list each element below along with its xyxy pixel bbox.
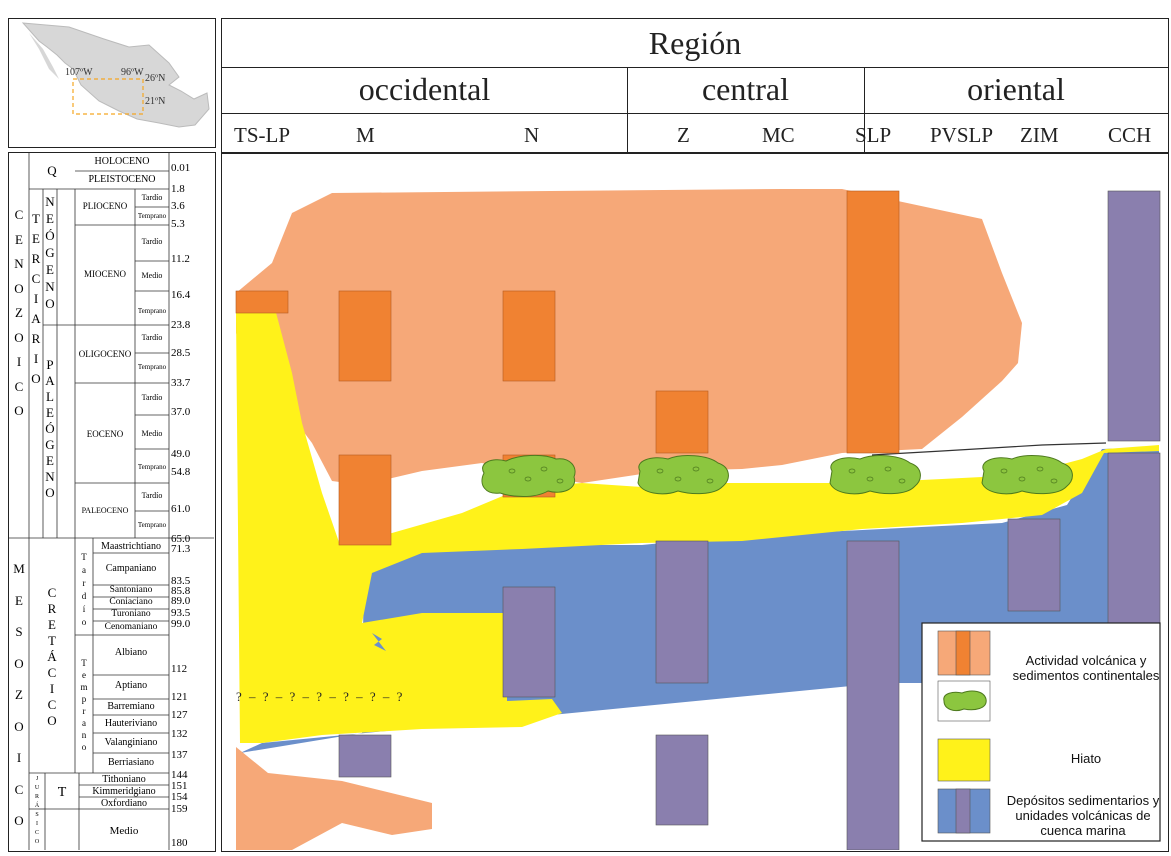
- column-z-volcanic: [655, 390, 709, 454]
- column-m-marine: [338, 734, 392, 778]
- column-n-marine: [502, 586, 556, 698]
- column-cch-marine-upper: [1107, 190, 1161, 442]
- stage-barremiano: Barremiano: [107, 701, 155, 712]
- epoch-mioceno: MIOCENO: [84, 269, 126, 279]
- column-m-volcanic-lower: [338, 454, 392, 546]
- stage-turoniano: Turoniano: [111, 609, 151, 619]
- uncertain-boundary: ? – ? – ? – ? – ? – ? – ?: [236, 689, 404, 704]
- column-n-volcanic-upper: [502, 290, 556, 382]
- sub-tardio: Tardío: [141, 393, 163, 402]
- stage-coniaciano: Coniaciano: [109, 597, 153, 607]
- lat-top-label: 26ºN: [145, 73, 165, 84]
- stage-tithoniano: Tithoniano: [102, 774, 146, 785]
- sub-medio: Medio: [141, 429, 163, 438]
- sub-tardio: Tardío: [141, 491, 163, 500]
- column-cch: CCH: [1108, 123, 1152, 147]
- stage-maastrichtiano: Maastrichtiano: [101, 541, 161, 552]
- column-m: M: [356, 123, 375, 147]
- stage-aptiano: Aptiano: [114, 680, 148, 691]
- column-z-marine: [655, 540, 709, 684]
- stage-santoniano: Santoniano: [109, 585, 153, 595]
- stratigraphy-panel: ? – ? – ? – ? – ? – ? – ? Actividad volc…: [221, 152, 1169, 852]
- column-slp: SLP: [855, 123, 892, 147]
- lat-bottom-label: 21ºN: [145, 96, 165, 107]
- legend-marine-label: Depósitos sedimentarios y unidades volcá…: [1006, 793, 1160, 838]
- timescale-svg: [9, 153, 214, 850]
- sub-temprano: Temprano: [137, 212, 167, 220]
- sub-tardio: Tardío: [141, 333, 163, 342]
- lon-left-label: 107ºW: [65, 67, 93, 78]
- sub-temprano: Temprano: [137, 363, 167, 371]
- legend-hiato-label: Hiato: [1070, 751, 1102, 766]
- legend-volcanic-label: Actividad volcánica y sedimentos contine…: [1012, 653, 1160, 683]
- sub-tardio: Tardío: [141, 237, 163, 246]
- sub-tardio: Tardío: [141, 193, 163, 202]
- stage-kimmeridgiano: Kimmeridgiano: [92, 786, 156, 797]
- region-occidental: occidental: [358, 71, 491, 107]
- epoch-plioceno: PLIOCENO: [82, 201, 128, 211]
- sub-medio: Medio: [141, 271, 163, 280]
- column-zim-marine: [1007, 518, 1061, 612]
- column-ts-lp-volcanic: [235, 290, 289, 314]
- jurasico-t-label: T: [57, 785, 67, 800]
- sub-temprano: Temprano: [137, 307, 167, 315]
- volcanic-continental-mass: [236, 189, 1022, 485]
- epoch-oligoceno: OLIGOCENO: [78, 349, 132, 359]
- stage-valanginiano: Valanginiano: [104, 737, 158, 748]
- lon-right-label: 96ºW: [121, 67, 144, 78]
- stage-albiano: Albiano: [114, 647, 148, 658]
- hiato: [236, 305, 1159, 743]
- column-slp-volcanic: [846, 190, 900, 454]
- stage-berriasiano: Berriasiano: [107, 757, 155, 768]
- mexico-map: 107ºW 96ºW 26ºN 21ºN: [21, 22, 210, 128]
- column-pvslp: PVSLP: [930, 123, 994, 147]
- stage-oxfordiano: Oxfordiano: [100, 798, 148, 809]
- epoch-pleistoceno: PLEISTOCENO: [88, 174, 156, 185]
- column-zim: ZIM: [1020, 123, 1059, 147]
- column-z: Z: [677, 123, 690, 147]
- epoch-holoceno: HOLOCENO: [94, 156, 150, 167]
- epoch-eoceno: EOCENO: [86, 429, 124, 439]
- sub-temprano: Temprano: [137, 463, 167, 471]
- stratigraphy-svg: ? – ? – ? – ? – ? – ? – ?: [235, 189, 1161, 851]
- region-header: Región occidental central oriental TS-LP…: [221, 18, 1169, 154]
- stage-cenomaniano: Cenomaniano: [104, 622, 158, 632]
- conglomerate-blobs: [481, 454, 1073, 497]
- sub-temprano: Temprano: [137, 521, 167, 529]
- column-slp-marine: [846, 540, 900, 851]
- region-title: Región: [648, 25, 742, 61]
- column-z-marine-lower: [655, 734, 709, 826]
- region-central: central: [701, 71, 790, 107]
- stage-medio: Medio: [109, 825, 139, 837]
- column-mc: MC: [762, 123, 795, 147]
- column-ts-lp: TS-LP: [234, 123, 291, 147]
- column-m-volcanic-upper: [338, 290, 392, 382]
- stage-campaniano: Campaniano: [105, 563, 157, 574]
- location-map-panel: 107ºW 96ºW 26ºN 21ºN: [8, 18, 216, 148]
- quaternary-label: Q: [47, 163, 57, 178]
- region-oriental: oriental: [967, 71, 1065, 107]
- stage-hauteriviano: Hauteriviano: [104, 718, 158, 729]
- epoch-paleoceno: PALEOCENO: [81, 506, 129, 515]
- column-n: N: [524, 123, 540, 147]
